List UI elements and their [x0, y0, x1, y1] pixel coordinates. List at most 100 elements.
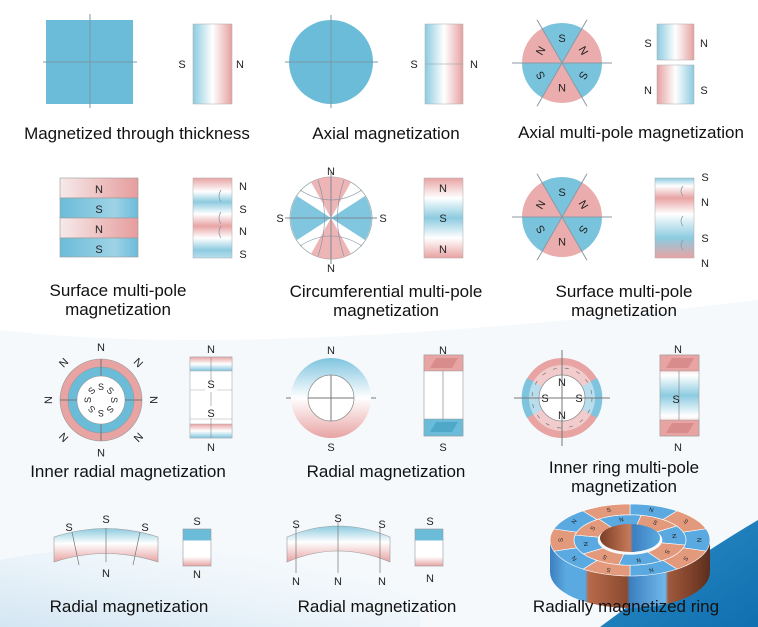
pole-label: N [327, 345, 335, 357]
figure-axial: S N [285, 15, 478, 108]
pole-label: S [65, 522, 72, 534]
caption-line: Surface multi-pole [555, 282, 693, 301]
pole-label: N [701, 258, 709, 270]
pole-sector [542, 177, 582, 217]
pole-label: S [141, 522, 148, 534]
figure-thickness: S N [43, 14, 244, 108]
pole-sector [522, 63, 562, 98]
pole-label: S [378, 519, 385, 531]
pole-label: S [327, 442, 334, 454]
caption-axial-magnetization: Axial magnetization [312, 124, 459, 143]
pole-label: S [558, 187, 565, 199]
pole-sector [522, 217, 562, 252]
pole-sector [562, 63, 602, 98]
caption-line: magnetization [571, 301, 677, 320]
pole-label: S [193, 516, 200, 528]
pole-label: N [636, 556, 641, 563]
pole-label: S [439, 213, 446, 225]
pole-label: S [334, 513, 341, 525]
pole-sector [522, 28, 562, 63]
figure-radial-arc-2: S S S N N N S N [286, 513, 444, 588]
pole-label: S [102, 514, 109, 526]
caption-radially-magnetized-ring: Radially magnetized ring [533, 597, 719, 616]
pole-label: N [558, 235, 566, 247]
pole-label: N [674, 442, 682, 454]
pole-label: N [695, 538, 701, 542]
pole-label: S [700, 85, 707, 97]
caption-line: Inner radial magnetization [30, 462, 226, 481]
pole-label: S [663, 548, 670, 555]
pole-label: N [239, 226, 247, 238]
pole-label: S [207, 408, 214, 420]
pole-label: N [644, 85, 652, 97]
pole-label: S [681, 519, 688, 526]
pole-sector [542, 23, 582, 63]
pole-label: S [178, 59, 185, 71]
pole-label: S [239, 249, 246, 261]
pole-label: N [102, 568, 110, 580]
caption-line: Radial magnetization [306, 462, 466, 481]
divider-line [536, 173, 588, 261]
figure-inner-ring-multipole: N S N S N S N [514, 344, 700, 454]
pole-label: N [619, 517, 624, 524]
pole-label: S [95, 204, 102, 216]
pole-sector [562, 182, 602, 217]
pole-label: S [439, 442, 446, 454]
pole-label: N [292, 576, 300, 588]
pole-label: N [95, 224, 103, 236]
pole-label: N [95, 184, 103, 196]
pole-label: S [95, 244, 102, 256]
pole-label: N [439, 183, 447, 195]
pole-label: S [701, 172, 708, 184]
pole-label: S [207, 379, 214, 391]
pole-sector [542, 63, 582, 103]
pole-label: S [292, 519, 299, 531]
pole-label: S [98, 408, 104, 418]
figure-surface-multipole-block: N S N S N S N S [59, 177, 247, 261]
pole-label: N [674, 344, 682, 356]
pole-sector [562, 28, 602, 63]
caption-radial-2: Radial magnetization [50, 597, 209, 616]
pole-label: S [559, 538, 565, 542]
pole-label: S [541, 393, 548, 405]
pole-label: S [86, 385, 97, 396]
pole-label: N [648, 507, 654, 514]
pole-label: S [575, 393, 582, 405]
pole-label: S [379, 213, 386, 225]
pole-label: S [105, 385, 116, 396]
pole-label: S [602, 553, 609, 560]
pole-label: S [701, 233, 708, 245]
pole-label: S [86, 404, 97, 415]
pole-label: N [670, 534, 677, 539]
pole-label: S [109, 397, 119, 403]
pole-label: S [410, 59, 417, 71]
divider-line [536, 19, 588, 107]
pole-label: S [83, 397, 93, 403]
pole-label: S [681, 555, 688, 562]
pole-label: N [207, 442, 215, 454]
caption-magnetized-through-thickness: Magnetized through thickness [24, 124, 250, 143]
pole-label: S [590, 526, 597, 533]
caption-line: magnetization [333, 301, 439, 320]
pole-label: S [558, 33, 565, 45]
pole-label: N [558, 410, 566, 422]
pole-label: S [672, 394, 679, 406]
caption-line: magnetization [65, 300, 171, 319]
pole-label: N [558, 81, 566, 93]
pole-label: N [327, 263, 335, 275]
pole-label: N [97, 342, 105, 354]
pole-label: S [651, 520, 658, 527]
caption-line: Magnetized through thickness [24, 124, 250, 143]
caption-radial-1: Radial magnetization [307, 462, 466, 481]
pole-label: N [97, 446, 105, 458]
pole-label: N [439, 345, 447, 357]
caption-line: Axial magnetization [312, 124, 460, 143]
pole-label: N [426, 573, 434, 585]
pole-label: N [701, 197, 709, 209]
pole-label: S [426, 516, 433, 528]
pole-label: S [276, 213, 283, 225]
